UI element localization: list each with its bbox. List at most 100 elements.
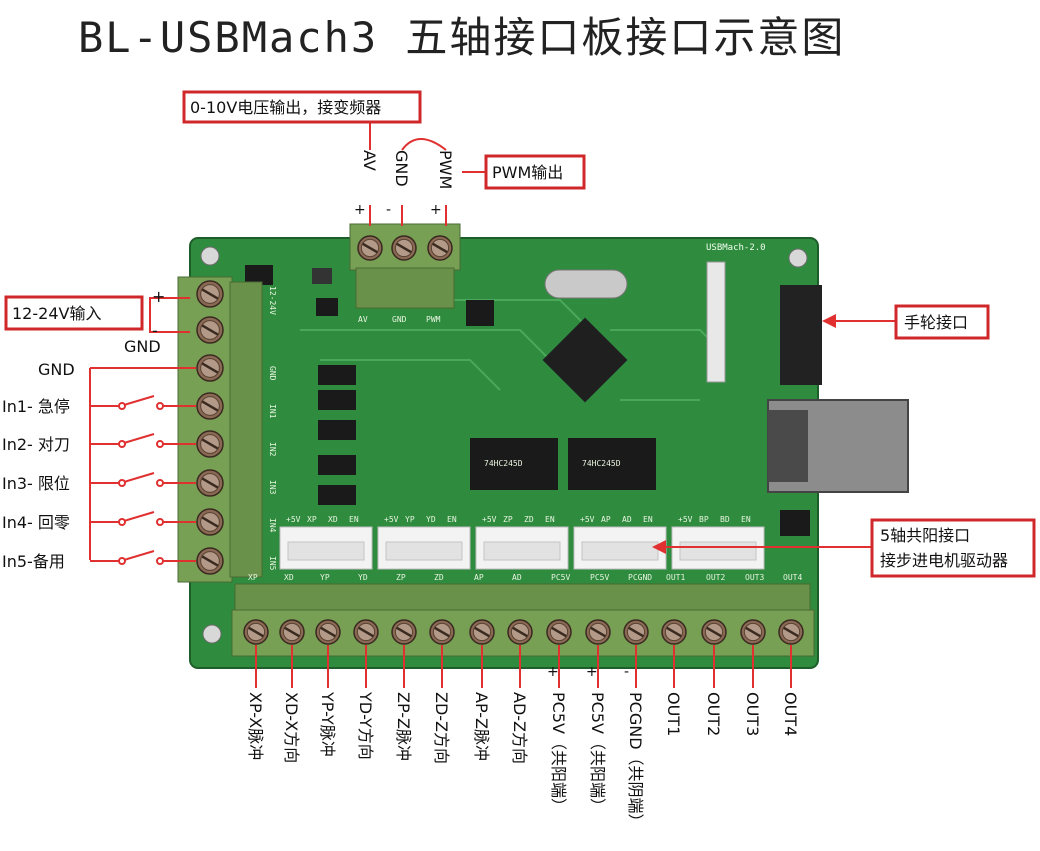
left-silk-label: IN1 (268, 404, 277, 419)
callout-driver: 5轴共阳接口 接步进电机驱动器 (870, 518, 1036, 578)
left-silk-label: IN4 (268, 518, 277, 533)
callout-pwm-text: PWM输出 (492, 163, 563, 182)
header-silk-label: EN (447, 515, 457, 524)
bottom-terminal-screw (585, 619, 611, 645)
header-silk-label: EN (741, 515, 751, 524)
left-input-label: In4- 回零 (2, 513, 70, 532)
bottom-silk-label: OUT3 (745, 573, 764, 582)
left-input-label: In5-备用 (2, 552, 65, 571)
bottom-pin-legs (255, 645, 792, 688)
top-terminal-screw (391, 235, 417, 261)
bottom-terminal-screw (315, 619, 341, 645)
header-silk-label: XP (307, 515, 317, 524)
bottom-pin-label: OUT1 (664, 692, 683, 736)
bottom-silk-label: YP (320, 573, 330, 582)
header-silk-label: BP (699, 515, 709, 524)
bottom-pin-label: PC5V（共阳端） (549, 692, 568, 814)
bottom-pin-label: ZD-Z方向 (432, 692, 451, 764)
left-silk-label: IN3 (268, 480, 277, 495)
left-input-labels: In1- 急停 In2- 对刀 In3- 限位 In4- 回零 In5-备用 (2, 397, 70, 571)
top-silk-label: AV (358, 315, 368, 324)
left-silk-label: 12-24V (268, 286, 277, 315)
bottom-terminal-screw (243, 619, 269, 645)
left-terminal-screw (196, 547, 224, 575)
header-silk-label: +5V (678, 515, 693, 524)
bottom-silk-label: AD (512, 573, 522, 582)
power-gnd-label: GND (124, 337, 161, 356)
top-terminal-block (349, 223, 461, 309)
bottom-pin-sign: - (624, 664, 629, 680)
callout-lines (89, 122, 896, 560)
callout-driver-line2: 接步进电机驱动器 (880, 551, 1008, 570)
bottom-terminal-screw (701, 619, 727, 645)
bottom-pin-label: ZP-Z脉冲 (394, 692, 413, 761)
bottom-silk-label: ZD (434, 573, 444, 582)
header-silk-label: BD (720, 515, 730, 524)
power-plus-sign: + (152, 287, 165, 306)
top-pin-label: AV (360, 150, 379, 171)
bottom-pin-label: YP-Y脉冲 (318, 691, 337, 757)
bottom-pin-label: OUT2 (704, 692, 723, 736)
top-terminal-screw (357, 235, 383, 261)
callout-voltage: 0-10V电压输出，接变频器 (182, 90, 422, 124)
bottom-pin-label: OUT3 (743, 692, 762, 736)
top-pin-sign: + (354, 202, 366, 218)
callout-handwheel: 手轮接口 (894, 304, 990, 340)
header-silk-label: XD (328, 515, 338, 524)
bottom-pin-label: AD-Z方向 (510, 692, 529, 764)
bottom-pin-label: PCGND（共阴端） (626, 692, 645, 830)
callout-driver-line1: 5轴共阳接口 (880, 526, 970, 545)
bottom-silk-label: OUT4 (783, 573, 802, 582)
header-silk-label: EN (643, 515, 653, 524)
bottom-silk-label: PCGND (628, 573, 652, 582)
left-terminal-screw (196, 316, 224, 344)
left-input-label: In3- 限位 (2, 474, 70, 493)
top-silk-label: GND (392, 315, 407, 324)
bottom-terminal-screw (546, 619, 572, 645)
left-input-label: In2- 对刀 (2, 435, 70, 454)
bottom-terminal-screw (507, 619, 533, 645)
left-terminal-screw (196, 280, 224, 308)
left-terminal-screw (196, 469, 224, 497)
left-silk-label: IN5 (268, 556, 277, 571)
bottom-pin-sign: + (586, 664, 598, 680)
bottom-terminal-screw (279, 619, 305, 645)
header-silk-label: YD (426, 515, 436, 524)
header-silk-label: +5V (580, 515, 595, 524)
left-switch-lines (90, 367, 196, 565)
top-silk-group: AV GND PWM (358, 315, 441, 324)
bottom-terminal-screw (353, 619, 379, 645)
left-terminal-screw (196, 354, 224, 382)
left-terminal-block (177, 276, 263, 583)
bottom-terminal-screw (623, 619, 649, 645)
callout-power: 12-24V输入 (4, 295, 144, 331)
header-silk-label: +5V (482, 515, 497, 524)
power-minus-sign: - (152, 321, 158, 340)
callout-voltage-text: 0-10V电压输出，接变频器 (190, 98, 381, 117)
left-terminal-screw (196, 430, 224, 458)
header-silk-label: AP (601, 515, 611, 524)
bottom-terminal-screw (661, 619, 687, 645)
header-silk-label: +5V (286, 515, 301, 524)
top-silk-label: PWM (426, 315, 441, 324)
left-terminal-screw (196, 392, 224, 420)
header-silk-label: EN (349, 515, 359, 524)
top-terminal-screw (427, 235, 453, 261)
board-model: USBMach-2.0 (706, 243, 766, 253)
top-pin-label: PWM (436, 150, 455, 189)
bottom-silk-label: OUT1 (666, 573, 685, 582)
chip-label-1: 74HC245D (484, 459, 523, 468)
header-silk-label: ZD (524, 515, 534, 524)
bottom-silk-label: PC5V (590, 573, 609, 582)
left-input-label: In1- 急停 (2, 397, 70, 416)
bottom-pin-label: AP-Z脉冲 (472, 692, 491, 761)
header-silk-label: ZP (503, 515, 513, 524)
left-silk-label: IN2 (268, 442, 277, 457)
bottom-silk-label: XD (284, 573, 294, 582)
header-silk-label: +5V (384, 515, 399, 524)
bottom-pin-label: XP-X脉冲 (246, 692, 265, 760)
